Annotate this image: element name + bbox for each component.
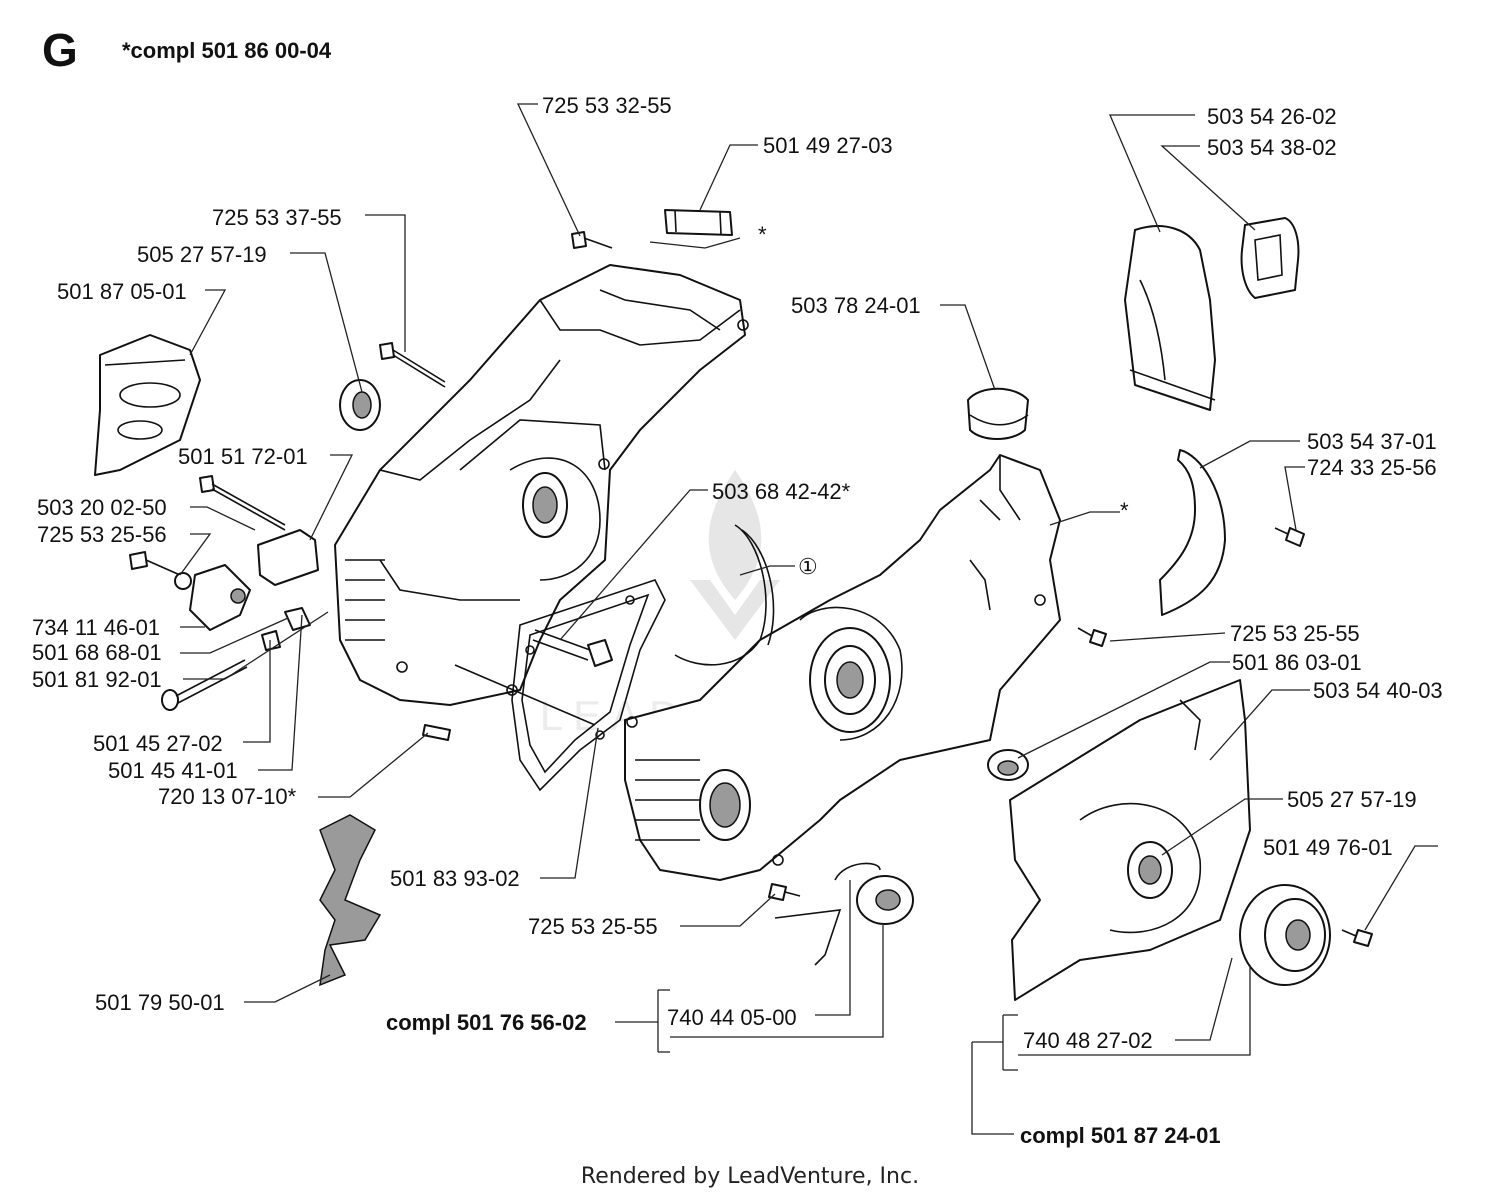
crankcase-left-half <box>334 264 749 706</box>
pin-720-13-07-10 <box>422 724 451 741</box>
label-501-49-27-03: 501 49 27-03 <box>763 133 893 158</box>
leader-lines <box>179 103 1438 1135</box>
part-labels: 725 53 32-55 501 49 27-03 725 53 37-55 5… <box>32 93 1443 1148</box>
gasket-503-54-38-02 <box>1240 217 1300 299</box>
label-740-48-27-02: 740 48 27-02 <box>1023 1028 1153 1053</box>
label-501-49-76-01: 501 49 76-01 <box>1263 835 1393 860</box>
label-compl-501-76-56-02: compl 501 76 56-02 <box>386 1010 587 1035</box>
screw-501-49-76-01 <box>1341 929 1373 947</box>
block-501-49-27-03 <box>664 209 733 236</box>
gasket-501-83-93-02 <box>511 579 666 792</box>
label-503-68-42-42: 503 68 42-42* <box>712 479 851 504</box>
adjust-screw-501-81-92-01 <box>161 659 248 711</box>
label-star-right: * <box>1120 498 1129 523</box>
oil-pump-assembly <box>774 862 914 966</box>
block-501-51-72-01 <box>257 529 319 586</box>
label-724-33-25-56: 724 33 25-56 <box>1307 455 1437 480</box>
cap-503-78-24-01 <box>967 387 1029 440</box>
main-assembly-label: *compl 501 86 00-04 <box>122 38 332 63</box>
label-501-83-93-02: 501 83 93-02 <box>390 866 520 891</box>
chain-catcher <box>319 814 382 987</box>
label-740-44-05-00: 740 44 05-00 <box>667 1005 797 1030</box>
label-503-54-26-02: 503 54 26-02 <box>1207 104 1337 129</box>
label-501-87-05-01: 501 87 05-01 <box>57 279 187 304</box>
label-503-54-40-03: 503 54 40-03 <box>1313 678 1443 703</box>
sprocket-assembly <box>1239 884 1331 986</box>
clutch-cover-503-54-40-03 <box>1009 679 1251 1001</box>
footer-credit: Rendered by LeadVenture, Inc. <box>581 1164 919 1189</box>
screw-725-53-32-55 <box>571 231 613 249</box>
label-compl-501-87-24-01: compl 501 87 24-01 <box>1020 1123 1221 1148</box>
label-501-79-50-01: 501 79 50-01 <box>95 990 225 1015</box>
label-501-45-27-02: 501 45 27-02 <box>93 731 223 756</box>
label-725-53-25-55-bottom: 725 53 25-55 <box>528 914 658 939</box>
label-circle-1: ① <box>798 554 818 579</box>
label-503-54-38-02: 503 54 38-02 <box>1207 135 1337 160</box>
rod-near-gasket <box>454 664 596 726</box>
gasket-circle-1 <box>674 524 775 666</box>
label-star-top: * <box>758 222 767 247</box>
bolt-503-68-42-42 <box>532 629 613 667</box>
label-501-86-03-01: 501 86 03-01 <box>1232 650 1362 675</box>
nut-501-45-41-01 <box>284 607 311 631</box>
label-725-53-37-55: 725 53 37-55 <box>212 205 342 230</box>
seal-ring-left <box>339 379 381 431</box>
curved-plate-503-54-37-01 <box>1159 449 1226 616</box>
label-505-27-57-19-right: 505 27 57-19 <box>1287 787 1417 812</box>
label-725-53-25-56: 725 53 25-56 <box>37 522 167 547</box>
bushing-501-86-03-01 <box>987 749 1029 781</box>
label-725-53-32-55: 725 53 32-55 <box>542 93 672 118</box>
label-503-20-02-50: 503 20 02-50 <box>37 495 167 520</box>
crankcase-right-half <box>624 454 1061 881</box>
chain-guard-plate <box>94 334 201 476</box>
label-501-81-92-01: 501 81 92-01 <box>32 667 162 692</box>
tensioner-assembly <box>129 551 251 631</box>
label-501-45-41-01: 501 45 41-01 <box>108 758 238 783</box>
screw-725-53-25-55-right <box>1077 627 1107 647</box>
screw-724-33-25-56 <box>1274 527 1305 547</box>
label-734-11-46-01: 734 11 46-01 <box>32 615 160 640</box>
label-503-78-24-01: 503 78 24-01 <box>791 293 921 318</box>
section-letter: G <box>42 24 78 76</box>
label-503-54-37-01: 503 54 37-01 <box>1307 429 1437 454</box>
nut-501-45-27-02 <box>261 630 281 651</box>
screw-725-53-25-55-bottom <box>768 883 801 901</box>
label-725-53-25-55-right: 725 53 25-55 <box>1230 621 1360 646</box>
label-501-68-68-01: 501 68 68-01 <box>32 640 162 665</box>
bolt-725-53-37-55 <box>379 342 446 388</box>
label-505-27-57-19-left: 505 27 57-19 <box>137 242 267 267</box>
curved-cover-503-54-26-02 <box>1124 225 1216 411</box>
label-501-51-72-01: 501 51 72-01 <box>178 444 308 469</box>
bolt-503-20-02-50 <box>199 475 286 531</box>
label-720-13-07-10: 720 13 07-10* <box>158 784 297 809</box>
